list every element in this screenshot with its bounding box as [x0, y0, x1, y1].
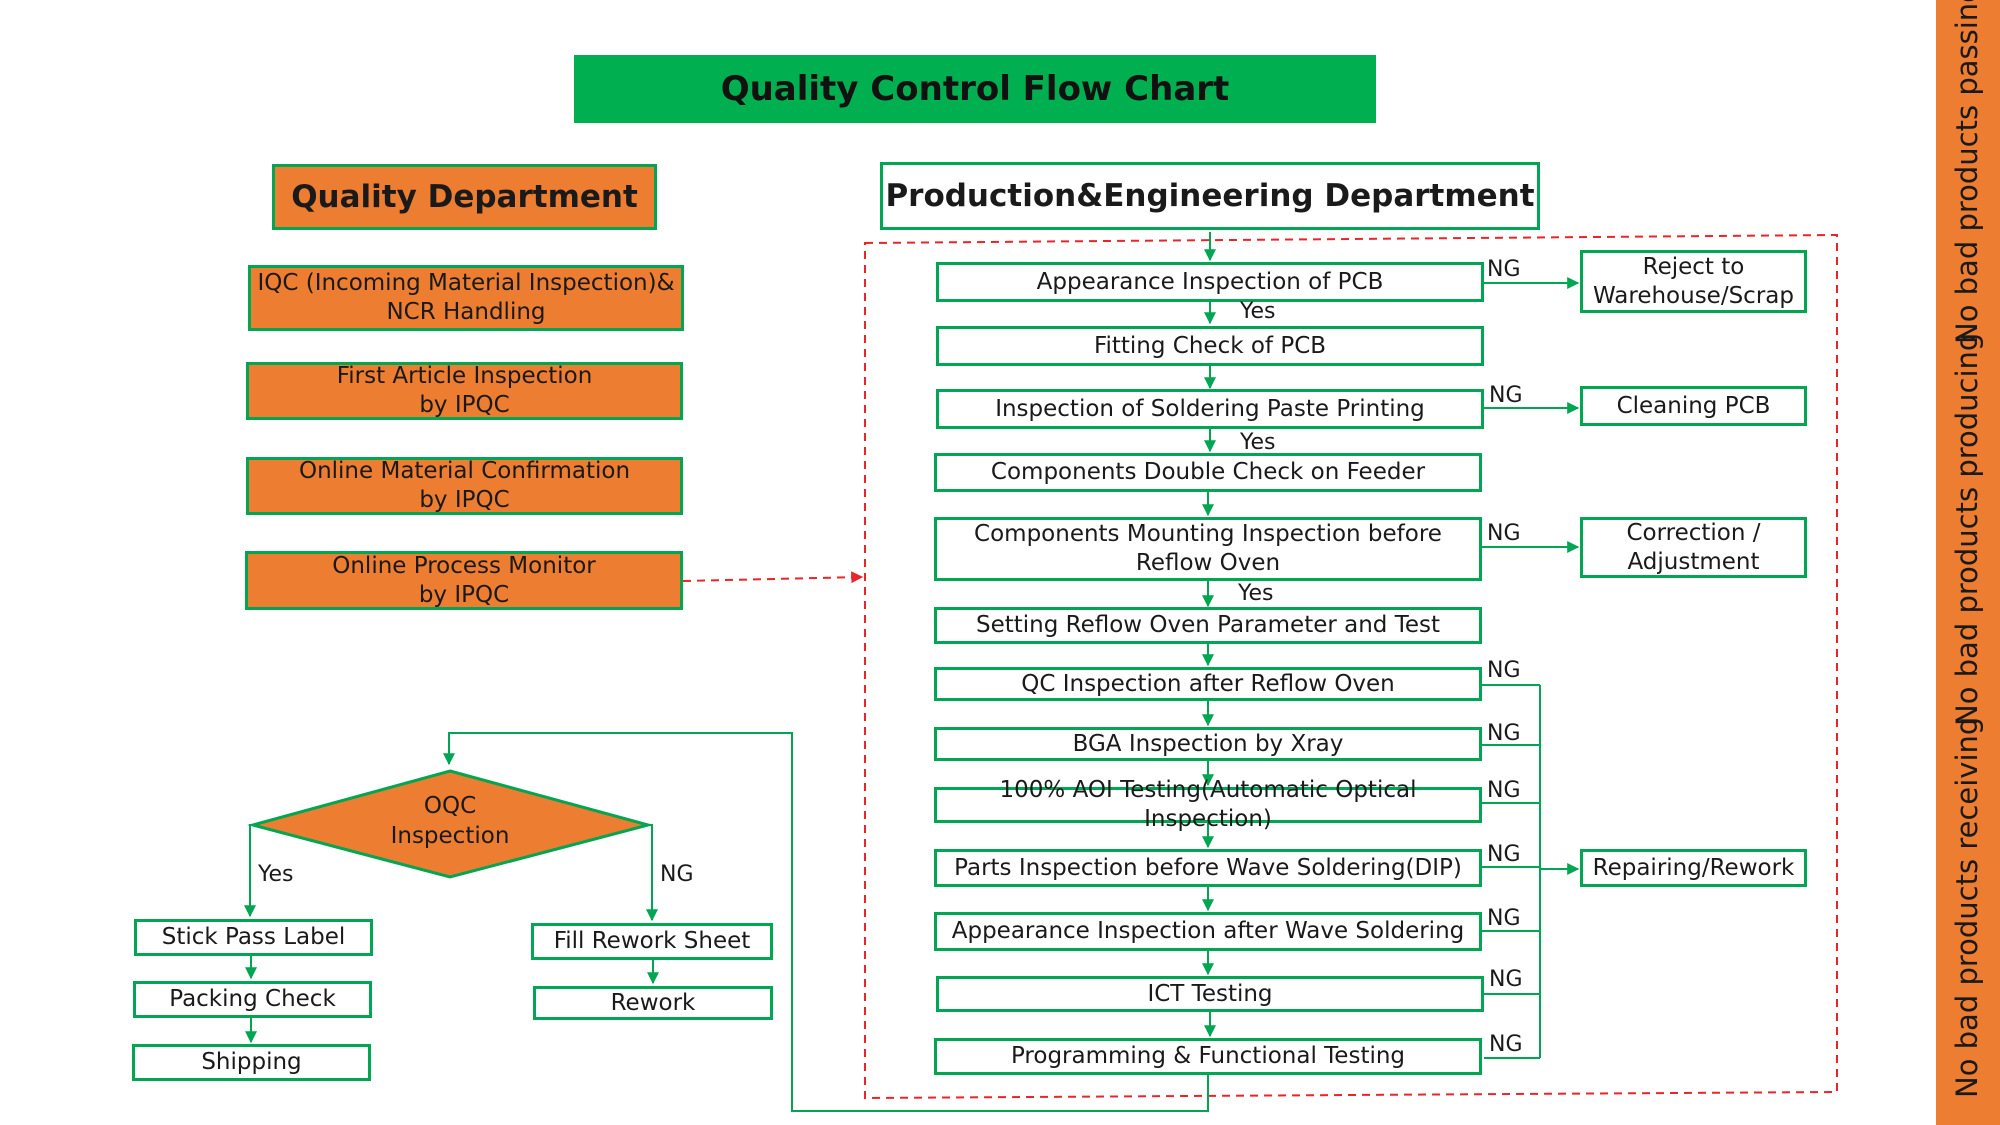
- ng-label: NG: [1489, 383, 1523, 408]
- production-frame: [864, 233, 1838, 1100]
- ng-label: NG: [1487, 721, 1521, 746]
- step-rework: Rework: [533, 986, 773, 1020]
- sidebar-label-passing: No bad products passing: [1950, 0, 1984, 344]
- step-solder-paste: Inspection of Soldering Paste Printing: [936, 389, 1484, 429]
- step-wave-soldering: Appearance Inspection after Wave Solderi…: [934, 912, 1482, 951]
- qd-item-online-process: Online Process Monitor by IPQC: [245, 551, 683, 610]
- step-feeder-check: Components Double Check on Feeder: [934, 453, 1482, 492]
- oqc-ng-label: NG: [660, 862, 694, 887]
- yes-label: Yes: [1238, 581, 1274, 606]
- page-title: Quality Control Flow Chart: [574, 55, 1376, 123]
- outcome-cleaning-pcb: Cleaning PCB: [1580, 386, 1807, 426]
- ng-label: NG: [1487, 906, 1521, 931]
- production-department-heading: Production&Engineering Department: [880, 162, 1540, 230]
- outcome-reject-warehouse: Reject to Warehouse/Scrap: [1580, 250, 1807, 313]
- ng-label: NG: [1487, 521, 1521, 546]
- ng-label: NG: [1487, 778, 1521, 803]
- ng-label: NG: [1489, 967, 1523, 992]
- principles-sidebar: No bad products receiving No bad product…: [1936, 0, 2000, 1125]
- step-aoi-testing: 100% AOI Testing(Automatic Optical Inspe…: [934, 777, 1482, 832]
- step-stick-pass-label: Stick Pass Label: [134, 919, 373, 956]
- outcome-repairing-rework: Repairing/Rework: [1580, 849, 1807, 887]
- outcome-correction: Correction / Adjustment: [1580, 517, 1807, 578]
- yes-label: Yes: [1240, 299, 1276, 324]
- ng-label: NG: [1489, 1032, 1523, 1057]
- qd-item-online-material: Online Material Confirmation by IPQC: [246, 457, 683, 515]
- step-parts-dip: Parts Inspection before Wave Soldering(D…: [934, 849, 1482, 887]
- step-shipping: Shipping: [132, 1044, 371, 1081]
- monitor-link: [682, 571, 864, 584]
- step-ict-testing: ICT Testing: [936, 976, 1484, 1012]
- qd-item-first-article: First Article Inspection by IPQC: [246, 362, 683, 420]
- step-qc-reflow: QC Inspection after Reflow Oven: [934, 667, 1482, 701]
- ng-label: NG: [1487, 257, 1521, 282]
- sidebar-label-receiving: No bad products receiving: [1950, 716, 1984, 1098]
- step-fitting-check: Fitting Check of PCB: [936, 326, 1484, 366]
- step-appearance-pcb: Appearance Inspection of PCB: [936, 262, 1484, 302]
- qd-item-iqc: IQC (Incoming Material Inspection)& NCR …: [248, 265, 684, 331]
- step-reflow-setting: Setting Reflow Oven Parameter and Test: [934, 607, 1482, 644]
- ng-label: NG: [1487, 842, 1521, 867]
- step-mounting-inspection: Components Mounting Inspection before Re…: [934, 517, 1482, 581]
- ng-label: NG: [1487, 658, 1521, 683]
- oqc-decision-diamond: [247, 769, 654, 879]
- sidebar-label-producing: No bad products producing: [1950, 332, 1984, 726]
- quality-department-heading: Quality Department: [272, 164, 657, 230]
- step-functional-testing: Programming & Functional Testing: [934, 1038, 1482, 1075]
- step-packing-check: Packing Check: [133, 981, 372, 1018]
- yes-label: Yes: [1240, 430, 1276, 455]
- oqc-decision-label: OQC Inspection: [390, 793, 510, 849]
- step-fill-rework-sheet: Fill Rework Sheet: [531, 923, 773, 960]
- step-bga-xray: BGA Inspection by Xray: [934, 727, 1482, 761]
- oqc-yes-label: Yes: [258, 862, 294, 887]
